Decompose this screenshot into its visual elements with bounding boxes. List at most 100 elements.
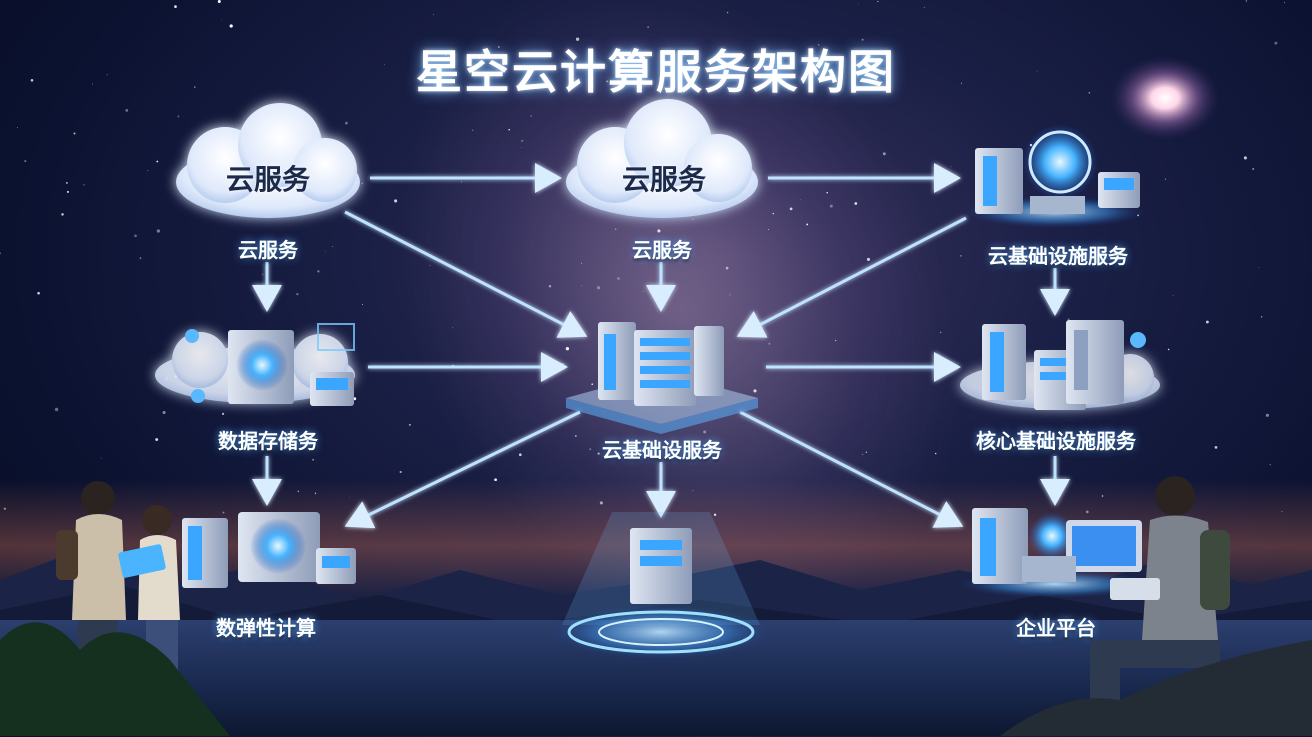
star — [862, 453, 864, 456]
star — [589, 448, 592, 451]
star — [591, 383, 593, 385]
star — [332, 246, 334, 247]
star — [1274, 41, 1278, 45]
star — [408, 423, 411, 426]
star — [806, 223, 809, 226]
star — [155, 438, 159, 441]
star — [923, 7, 925, 9]
star — [725, 266, 729, 270]
star — [37, 291, 40, 295]
star — [617, 277, 620, 280]
star — [444, 53, 448, 56]
star — [61, 213, 64, 216]
star — [508, 129, 510, 131]
star — [960, 255, 962, 257]
star — [147, 170, 149, 172]
star — [261, 273, 264, 276]
server-icon-elastic — [182, 512, 356, 588]
star — [433, 13, 435, 15]
star — [83, 184, 85, 186]
star — [934, 452, 937, 455]
star — [194, 86, 196, 88]
star — [828, 74, 832, 78]
star — [581, 285, 582, 287]
star — [518, 453, 522, 457]
label-cloud-left: 云服务 — [238, 238, 298, 262]
star — [361, 182, 364, 185]
server-icon-hub — [566, 322, 758, 434]
star — [399, 470, 402, 474]
star — [17, 127, 19, 129]
star — [753, 389, 757, 393]
star — [597, 286, 601, 290]
star — [599, 501, 603, 505]
star — [394, 199, 398, 203]
star — [314, 492, 317, 494]
star — [789, 207, 793, 211]
star — [642, 291, 644, 293]
arrow-cloud-left-to-hub — [344, 210, 588, 338]
star — [768, 228, 769, 230]
star — [460, 181, 462, 183]
star — [24, 159, 27, 163]
star — [1252, 168, 1255, 170]
star — [575, 37, 580, 41]
star — [494, 478, 497, 482]
star — [961, 82, 962, 84]
star — [866, 257, 871, 261]
star — [829, 204, 833, 208]
star — [174, 5, 177, 8]
star — [521, 147, 522, 148]
star — [692, 489, 694, 491]
star — [877, 0, 879, 3]
star — [800, 199, 801, 201]
label-storage: 数据存储务 — [218, 429, 318, 453]
label-core-hub: 云基础设服务 — [602, 438, 722, 462]
cloud-icon-left — [176, 103, 360, 218]
star — [1245, 0, 1248, 2]
star — [324, 250, 326, 252]
star — [1258, 267, 1260, 268]
star — [1036, 70, 1038, 72]
star — [156, 160, 159, 163]
star — [125, 108, 129, 112]
star — [297, 490, 300, 493]
star — [220, 18, 222, 20]
label-elastic: 数弹性计算 — [216, 616, 316, 640]
star — [880, 81, 883, 84]
star — [1088, 92, 1091, 94]
star — [817, 44, 820, 46]
star — [812, 51, 814, 53]
star — [939, 331, 942, 334]
star — [73, 132, 76, 135]
star — [222, 511, 225, 514]
star — [345, 121, 348, 125]
star — [692, 218, 694, 220]
star — [1085, 510, 1089, 514]
cloud-center-text: 云服务 — [621, 163, 707, 196]
star — [1172, 295, 1174, 297]
star — [1260, 316, 1263, 318]
star — [1265, 413, 1269, 417]
star — [521, 139, 524, 143]
hologram-portal-icon — [549, 512, 773, 660]
star — [858, 3, 859, 5]
star — [429, 264, 431, 266]
star — [597, 452, 600, 455]
star — [882, 152, 886, 156]
star — [768, 342, 771, 345]
star — [772, 212, 774, 215]
star — [177, 115, 180, 118]
star — [0, 252, 2, 255]
star — [66, 190, 69, 193]
star — [54, 407, 59, 412]
star — [1067, 318, 1070, 321]
star — [3, 507, 7, 510]
star — [729, 294, 731, 296]
star — [452, 327, 454, 329]
arrow-hub-to-enterprise — [739, 410, 964, 528]
star — [217, 0, 221, 3]
